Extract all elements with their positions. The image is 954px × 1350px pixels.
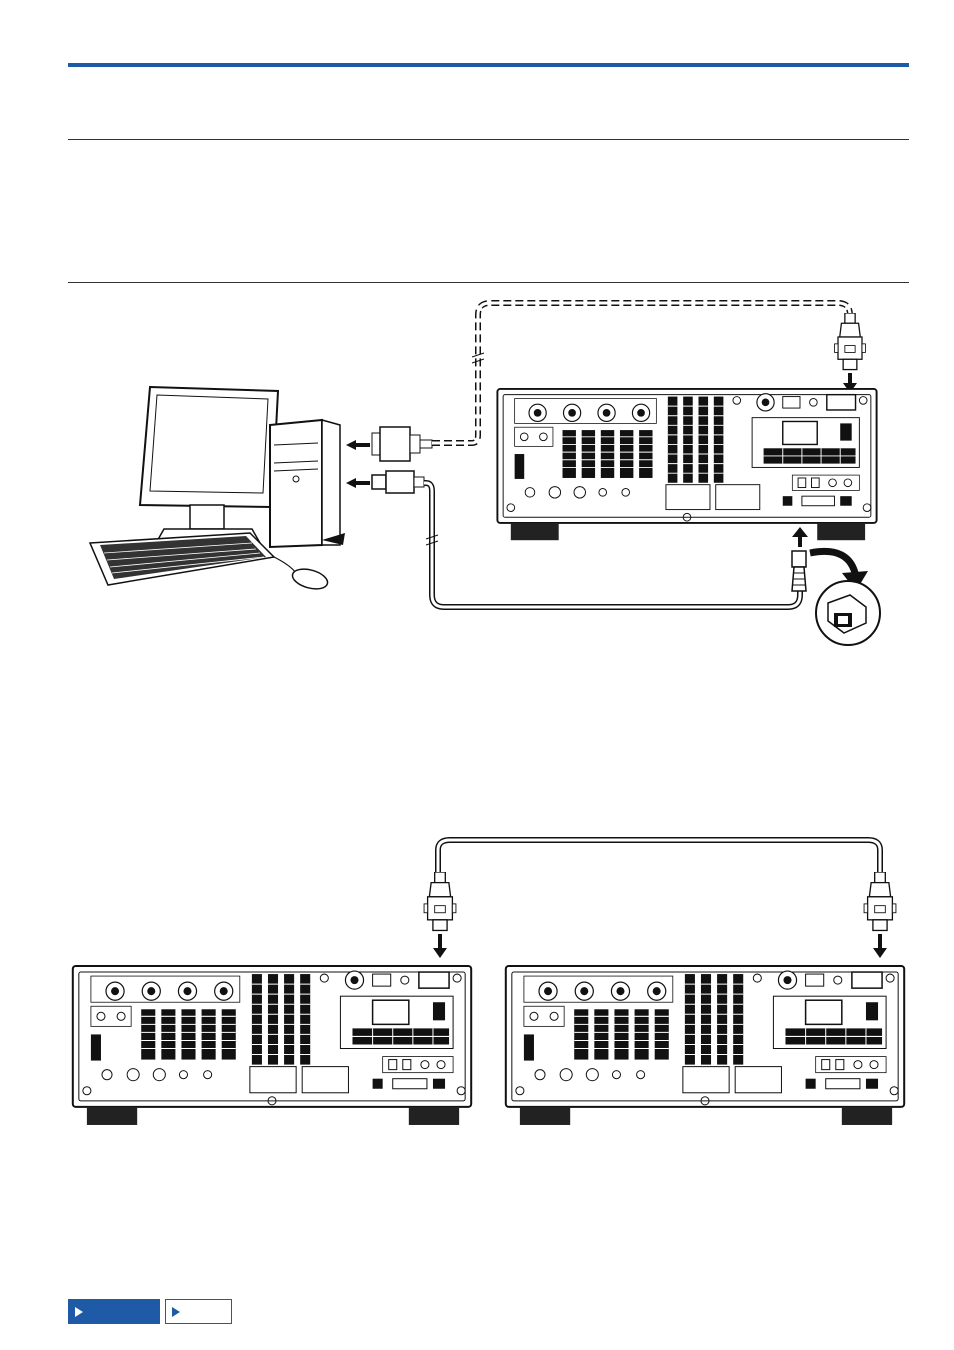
com-plug xyxy=(835,313,866,370)
com-plug-left xyxy=(424,872,456,930)
header-rule xyxy=(68,63,909,67)
computer-tower-icon xyxy=(270,420,345,547)
monitor-icon xyxy=(140,387,278,543)
nav-prev-button[interactable] xyxy=(68,1299,160,1324)
com-cable xyxy=(438,840,880,876)
pc-connection-diagram xyxy=(60,295,900,655)
section-rule-2 xyxy=(68,282,909,283)
arrow-down-icon xyxy=(433,934,447,958)
nav-next-button[interactable] xyxy=(165,1299,232,1324)
usb-b-zoom-icon xyxy=(816,581,880,645)
transceiver-rear-panel xyxy=(497,389,876,540)
usb-connector xyxy=(372,471,424,493)
mouse-icon xyxy=(274,557,330,592)
usb-b-plug xyxy=(792,527,808,591)
play-right-icon xyxy=(171,1306,181,1318)
arrow-down-icon xyxy=(873,934,887,958)
transceiver-rear-panel-right xyxy=(506,966,904,1125)
arrow-left-icon xyxy=(346,440,370,488)
keyboard-icon xyxy=(90,533,274,585)
com-plug-right xyxy=(864,872,896,930)
transceiver-rear-panel-left xyxy=(73,966,471,1125)
play-right-icon xyxy=(74,1306,84,1318)
com-connector xyxy=(372,427,432,461)
section-rule-1 xyxy=(68,139,909,140)
transceiver-link-diagram xyxy=(60,830,920,1135)
